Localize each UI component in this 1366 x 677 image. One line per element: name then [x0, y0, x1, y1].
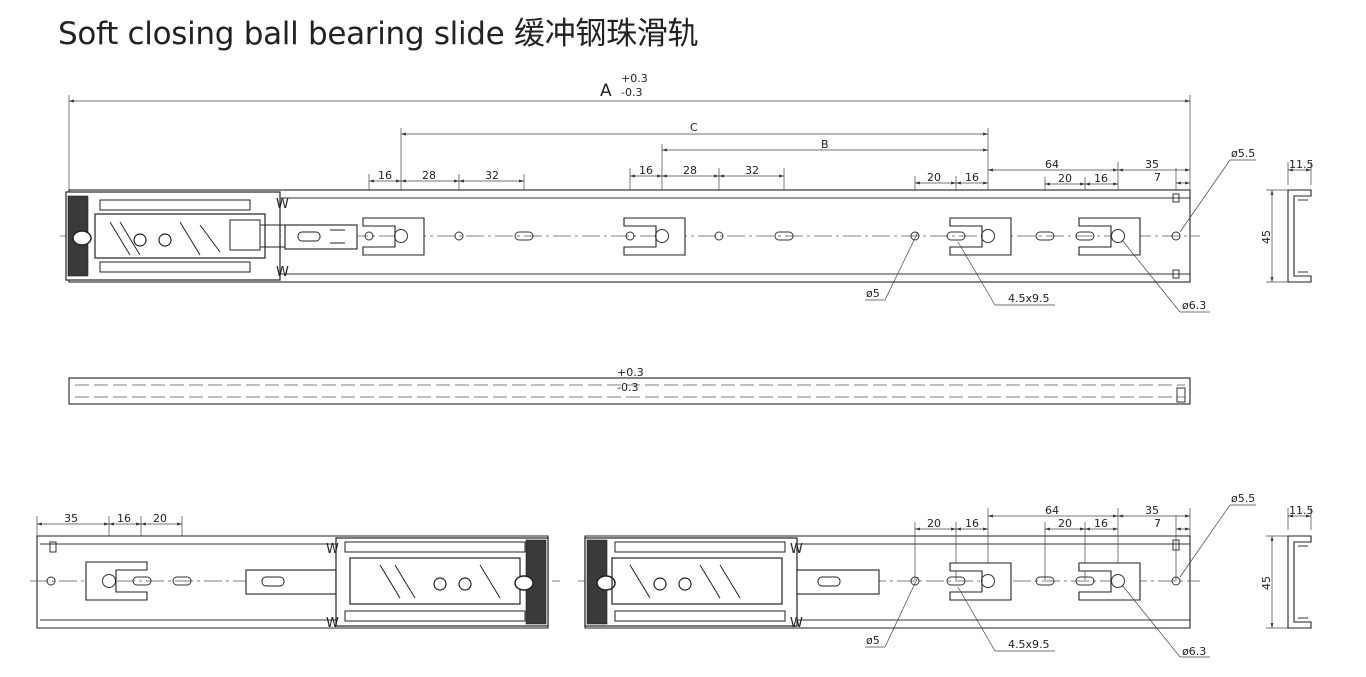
svg-text:16: 16 — [117, 512, 131, 525]
svg-text:64: 64 — [1045, 504, 1059, 517]
svg-text:32: 32 — [745, 164, 759, 177]
dim-a-tol-plus: +0.3 — [621, 72, 648, 85]
svg-text:W: W — [790, 616, 803, 631]
svg-text:20: 20 — [927, 517, 941, 530]
soft-close-mechanism-left: W W — [245, 537, 549, 631]
svg-text:16: 16 — [1094, 172, 1108, 185]
svg-text:11.5: 11.5 — [1289, 158, 1314, 171]
page-title: Soft closing ball bearing slide 缓冲钢珠滑轨 — [58, 16, 699, 52]
top-view: A +0.3 -0.3 C B 16 28 32 16 28 32 — [60, 72, 1314, 313]
svg-text:ø5: ø5 — [866, 634, 880, 647]
svg-text:W: W — [326, 616, 339, 631]
svg-text:7: 7 — [1154, 171, 1161, 184]
svg-text:ø6.3: ø6.3 — [1182, 645, 1206, 658]
svg-text:20: 20 — [1058, 172, 1072, 185]
svg-text:28: 28 — [422, 169, 436, 182]
soft-close-mechanism: W W — [65, 191, 358, 281]
dim-c-label: C — [690, 121, 698, 134]
svg-text:ø6.3: ø6.3 — [1182, 299, 1206, 312]
svg-text:ø5.5: ø5.5 — [1231, 492, 1255, 505]
svg-text:16: 16 — [965, 517, 979, 530]
end-profile-top: 11.5 45 — [1260, 158, 1314, 283]
svg-text:7: 7 — [1154, 517, 1161, 530]
svg-text:4.5x9.5: 4.5x9.5 — [1008, 292, 1050, 305]
svg-text:ø5: ø5 — [866, 287, 880, 300]
svg-text:28: 28 — [683, 164, 697, 177]
dim-a-tol-minus: -0.3 — [621, 86, 642, 99]
side-view: +0.3 -0.3 — [68, 366, 1191, 405]
svg-text:20: 20 — [1058, 517, 1072, 530]
svg-text:+0.3: +0.3 — [617, 366, 644, 379]
svg-text:W: W — [276, 197, 289, 212]
svg-text:11.5: 11.5 — [1289, 504, 1314, 517]
svg-text:45: 45 — [1260, 230, 1273, 244]
svg-text:W: W — [790, 542, 803, 557]
svg-text:-0.3: -0.3 — [617, 381, 638, 394]
svg-text:W: W — [326, 542, 339, 557]
bottom-right-view: W W 20 16 64 20 16 35 7 — [578, 492, 1314, 658]
svg-text:35: 35 — [1145, 504, 1159, 517]
svg-text:ø5.5: ø5.5 — [1231, 147, 1255, 160]
bottom-left-view: 35 16 20 W W — [30, 512, 560, 631]
dim-a-symbol: A — [600, 81, 612, 101]
svg-text:W: W — [276, 265, 289, 280]
svg-text:16: 16 — [639, 164, 653, 177]
soft-close-mechanism-right: W W — [584, 537, 880, 631]
end-profile-bottom: 11.5 45 — [1260, 504, 1314, 629]
svg-text:4.5x9.5: 4.5x9.5 — [1008, 638, 1050, 651]
svg-text:20: 20 — [927, 171, 941, 184]
svg-text:16: 16 — [378, 169, 392, 182]
svg-text:16: 16 — [1094, 517, 1108, 530]
svg-text:20: 20 — [153, 512, 167, 525]
dim-b-label: B — [821, 138, 829, 151]
svg-text:32: 32 — [485, 169, 499, 182]
svg-text:45: 45 — [1260, 576, 1273, 590]
svg-text:16: 16 — [965, 171, 979, 184]
svg-text:35: 35 — [64, 512, 78, 525]
svg-text:35: 35 — [1145, 158, 1159, 171]
svg-text:64: 64 — [1045, 158, 1059, 171]
